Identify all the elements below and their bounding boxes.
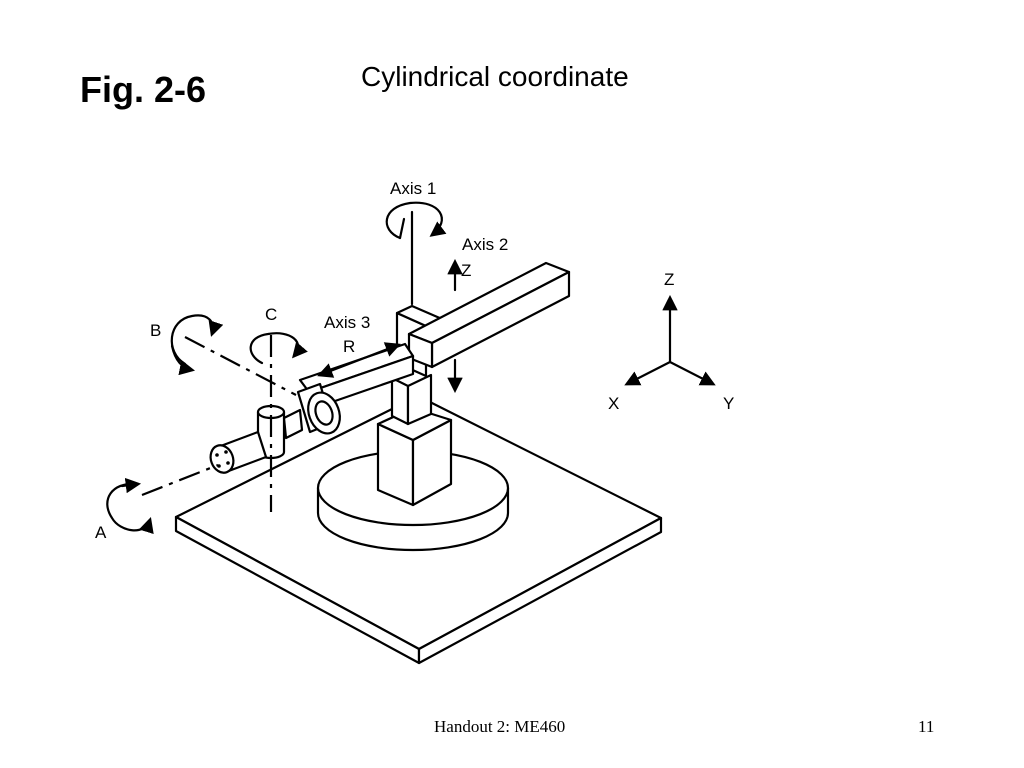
z-arm-label: Z: [461, 261, 471, 280]
r-arm-label: R: [343, 337, 355, 356]
r-double-arrow: [317, 342, 401, 378]
frame-x-axis: [624, 360, 672, 386]
figure-label: Fig. 2-6: [80, 69, 207, 110]
b-rotation-arrow: [170, 314, 224, 376]
axis2-label: Axis 2: [462, 235, 508, 254]
frame-y-axis: [668, 360, 716, 386]
b-label: B: [150, 321, 161, 340]
frame-z-label: Z: [664, 270, 674, 289]
vertical-column: [376, 406, 453, 507]
horizontal-beam: [407, 261, 571, 369]
a-rotation-arrow: [106, 477, 154, 535]
frame-x-label: X: [608, 394, 619, 413]
frame-y-label: Y: [723, 394, 734, 413]
footer-handout: Handout 2: ME460: [434, 717, 566, 736]
a-label: A: [95, 523, 107, 542]
axis-b-line: [184, 336, 297, 396]
axis1-label: Axis 1: [390, 179, 436, 198]
vertical-post: [390, 373, 433, 426]
axis-a-line: [141, 463, 219, 497]
axis1-rotation-arrow: [385, 201, 447, 240]
footer-page-number: 11: [918, 717, 935, 736]
wrist-disc: [296, 382, 341, 435]
wrist-link: [282, 408, 304, 440]
c-label: C: [265, 305, 277, 324]
c-rotation-arrow: [249, 332, 308, 365]
slide-title: Cylindrical coordinate: [361, 61, 629, 92]
axis3-label: Axis 3: [324, 313, 370, 332]
reference-frame: Z X Y: [608, 270, 734, 413]
end-effector: [209, 430, 268, 474]
